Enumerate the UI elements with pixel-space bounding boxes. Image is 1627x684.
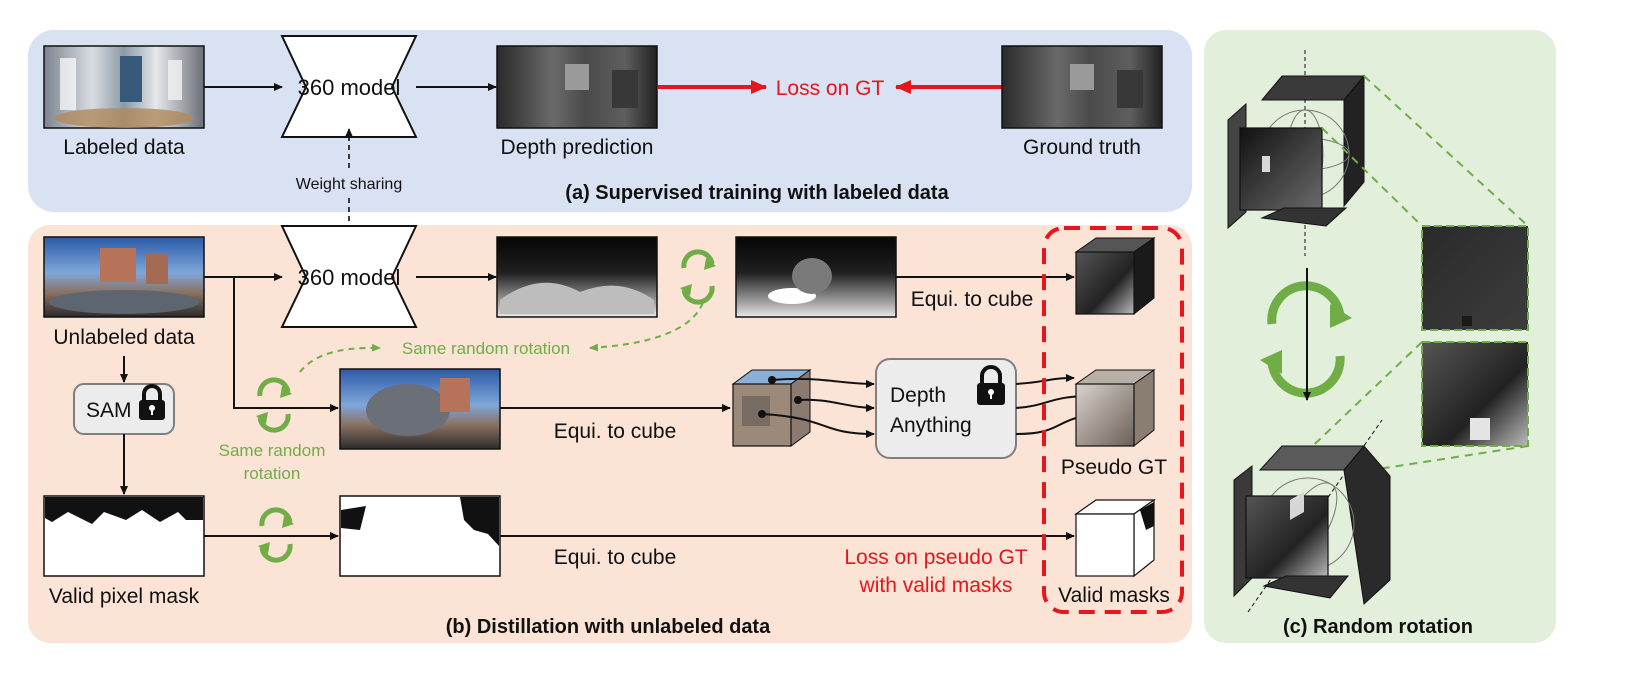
student-depth-cube — [1074, 237, 1156, 316]
same-rotation-top-label: Same random rotation — [402, 339, 570, 358]
rotation-icon-bottom — [258, 507, 294, 563]
weight-sharing-label: Weight sharing — [296, 176, 402, 193]
depth-anything-box — [875, 358, 1017, 459]
valid-pixel-mask-label: Valid pixel mask — [49, 585, 200, 608]
lock-icon-sam — [139, 384, 165, 420]
depth-prediction-image — [496, 45, 658, 129]
ground-truth-image — [1001, 45, 1163, 129]
model-bottom-shape — [280, 225, 418, 328]
unlabeled-data-label: Unlabeled data — [53, 326, 195, 349]
green-dashed-guide-3 — [1299, 341, 1423, 459]
equi-to-cube-label-1: Equi. to cube — [911, 288, 1034, 311]
pseudo-gt-label: Pseudo GT — [1061, 456, 1167, 479]
arrow-cube-face-3 — [761, 413, 875, 438]
cube-face-crop-2 — [1421, 341, 1529, 447]
valid-masks-cube — [1074, 498, 1156, 578]
loss-pseudo-gt-line1: Loss on pseudo GT — [844, 546, 1027, 569]
green-dashed-guide-4 — [1345, 445, 1529, 475]
rgb-cube — [731, 369, 812, 447]
model-bottom-label: 360 model — [298, 265, 401, 290]
green-dashed-guide-2 — [1363, 75, 1529, 227]
sam-label: SAM — [86, 399, 132, 422]
arrow-unlabeled-branch — [233, 277, 339, 412]
same-rotation-curve — [299, 343, 381, 373]
panel-a-title: (a) Supervised training with labeled dat… — [565, 182, 949, 204]
student-depth-image — [496, 236, 658, 318]
loss-pseudo-gt-line2: with valid masks — [859, 574, 1013, 597]
loss-on-gt-label: Loss on GT — [776, 77, 885, 100]
rotation-icon-left — [256, 377, 292, 433]
depth-anything-line2: Anything — [890, 414, 972, 437]
labeled-data-image — [43, 45, 205, 129]
panel-b-background — [28, 225, 1192, 643]
cube-face-crop-1 — [1421, 225, 1529, 331]
cube-top — [1227, 74, 1366, 230]
rotated-mask-image — [339, 495, 501, 577]
ground-truth-label: Ground truth — [1023, 136, 1141, 159]
green-dashed-guide-1 — [1321, 127, 1423, 227]
arrow-cube-face-1 — [771, 377, 875, 388]
depth-anything-line1: Depth — [890, 384, 946, 407]
rotation-icon-top — [680, 249, 716, 305]
valid-masks-label: Valid masks — [1058, 584, 1170, 607]
cube-bottom — [1233, 445, 1391, 606]
labeled-data-label: Labeled data — [63, 136, 185, 159]
arrow-da-to-pseudo-1 — [1015, 374, 1075, 385]
same-rotation-left-line2: rotation — [244, 464, 301, 483]
arrow-cube-face-2 — [797, 398, 875, 412]
same-rotation-left-line1: Same random — [219, 441, 326, 460]
unlabeled-data-image — [43, 236, 205, 318]
rotated-depth-image — [735, 236, 897, 318]
equi-to-cube-label-3: Equi. to cube — [554, 546, 677, 569]
depth-prediction-label: Depth prediction — [501, 136, 654, 159]
equi-to-cube-label-2: Equi. to cube — [554, 420, 677, 443]
lock-icon-depth-anything — [977, 365, 1005, 405]
model-top-shape — [280, 35, 418, 138]
rotated-rgb-image — [339, 368, 501, 450]
same-rotation-curve-right — [589, 299, 705, 352]
model-top-label: 360 model — [298, 75, 401, 100]
valid-pixel-mask-image — [43, 495, 205, 577]
pseudo-gt-cube — [1074, 369, 1156, 448]
panel-b-title: (b) Distillation with unlabeled data — [446, 616, 771, 638]
panel-c-title: (c) Random rotation — [1283, 616, 1473, 638]
red-dashed-group-box — [1042, 226, 1184, 614]
